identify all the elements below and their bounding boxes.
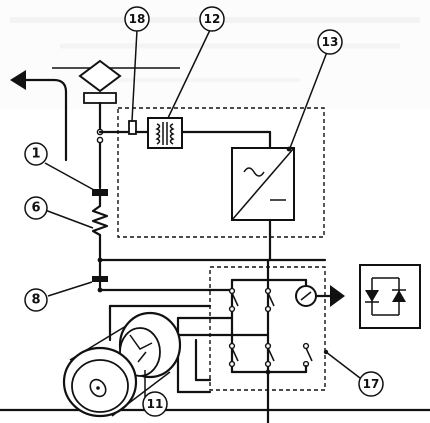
callout-label-17: 17 (363, 377, 380, 391)
callout-label-12: 12 (204, 12, 221, 26)
callout-13: 13 (317, 29, 343, 55)
transformer-12 (147, 117, 183, 149)
converter-13 (231, 146, 295, 221)
diamond-symbol (78, 59, 122, 124)
regulator-dashed-box (117, 107, 325, 238)
callout-label-8: 8 (31, 293, 40, 308)
flow-arrow-path (22, 78, 68, 162)
upper-switch-row (228, 287, 275, 313)
callout-label-1: 1 (31, 147, 40, 162)
lower-switch-row (228, 342, 313, 368)
callout-8: 8 (24, 288, 48, 312)
callout-label-18: 18 (129, 12, 146, 26)
callout-label-13: 13 (322, 35, 339, 49)
output-arrow (330, 285, 345, 307)
callout-12: 12 (199, 6, 225, 32)
callout-18: 18 (124, 6, 150, 32)
callout-label-6: 6 (31, 201, 40, 216)
terminal (96, 136, 104, 144)
callout-17: 17 (358, 371, 384, 397)
callout-label-11: 11 (147, 397, 164, 411)
callout-6: 6 (24, 196, 48, 220)
resistor-6 (91, 204, 109, 237)
flow-arrow-head (10, 70, 26, 90)
callout-11: 11 (142, 391, 168, 417)
thyristor-box (359, 264, 421, 329)
connector-8 (92, 276, 108, 282)
callout-1: 1 (24, 142, 48, 166)
alternator-11 (62, 311, 182, 418)
connector-1 (92, 189, 108, 196)
leader-lines (44, 29, 361, 400)
